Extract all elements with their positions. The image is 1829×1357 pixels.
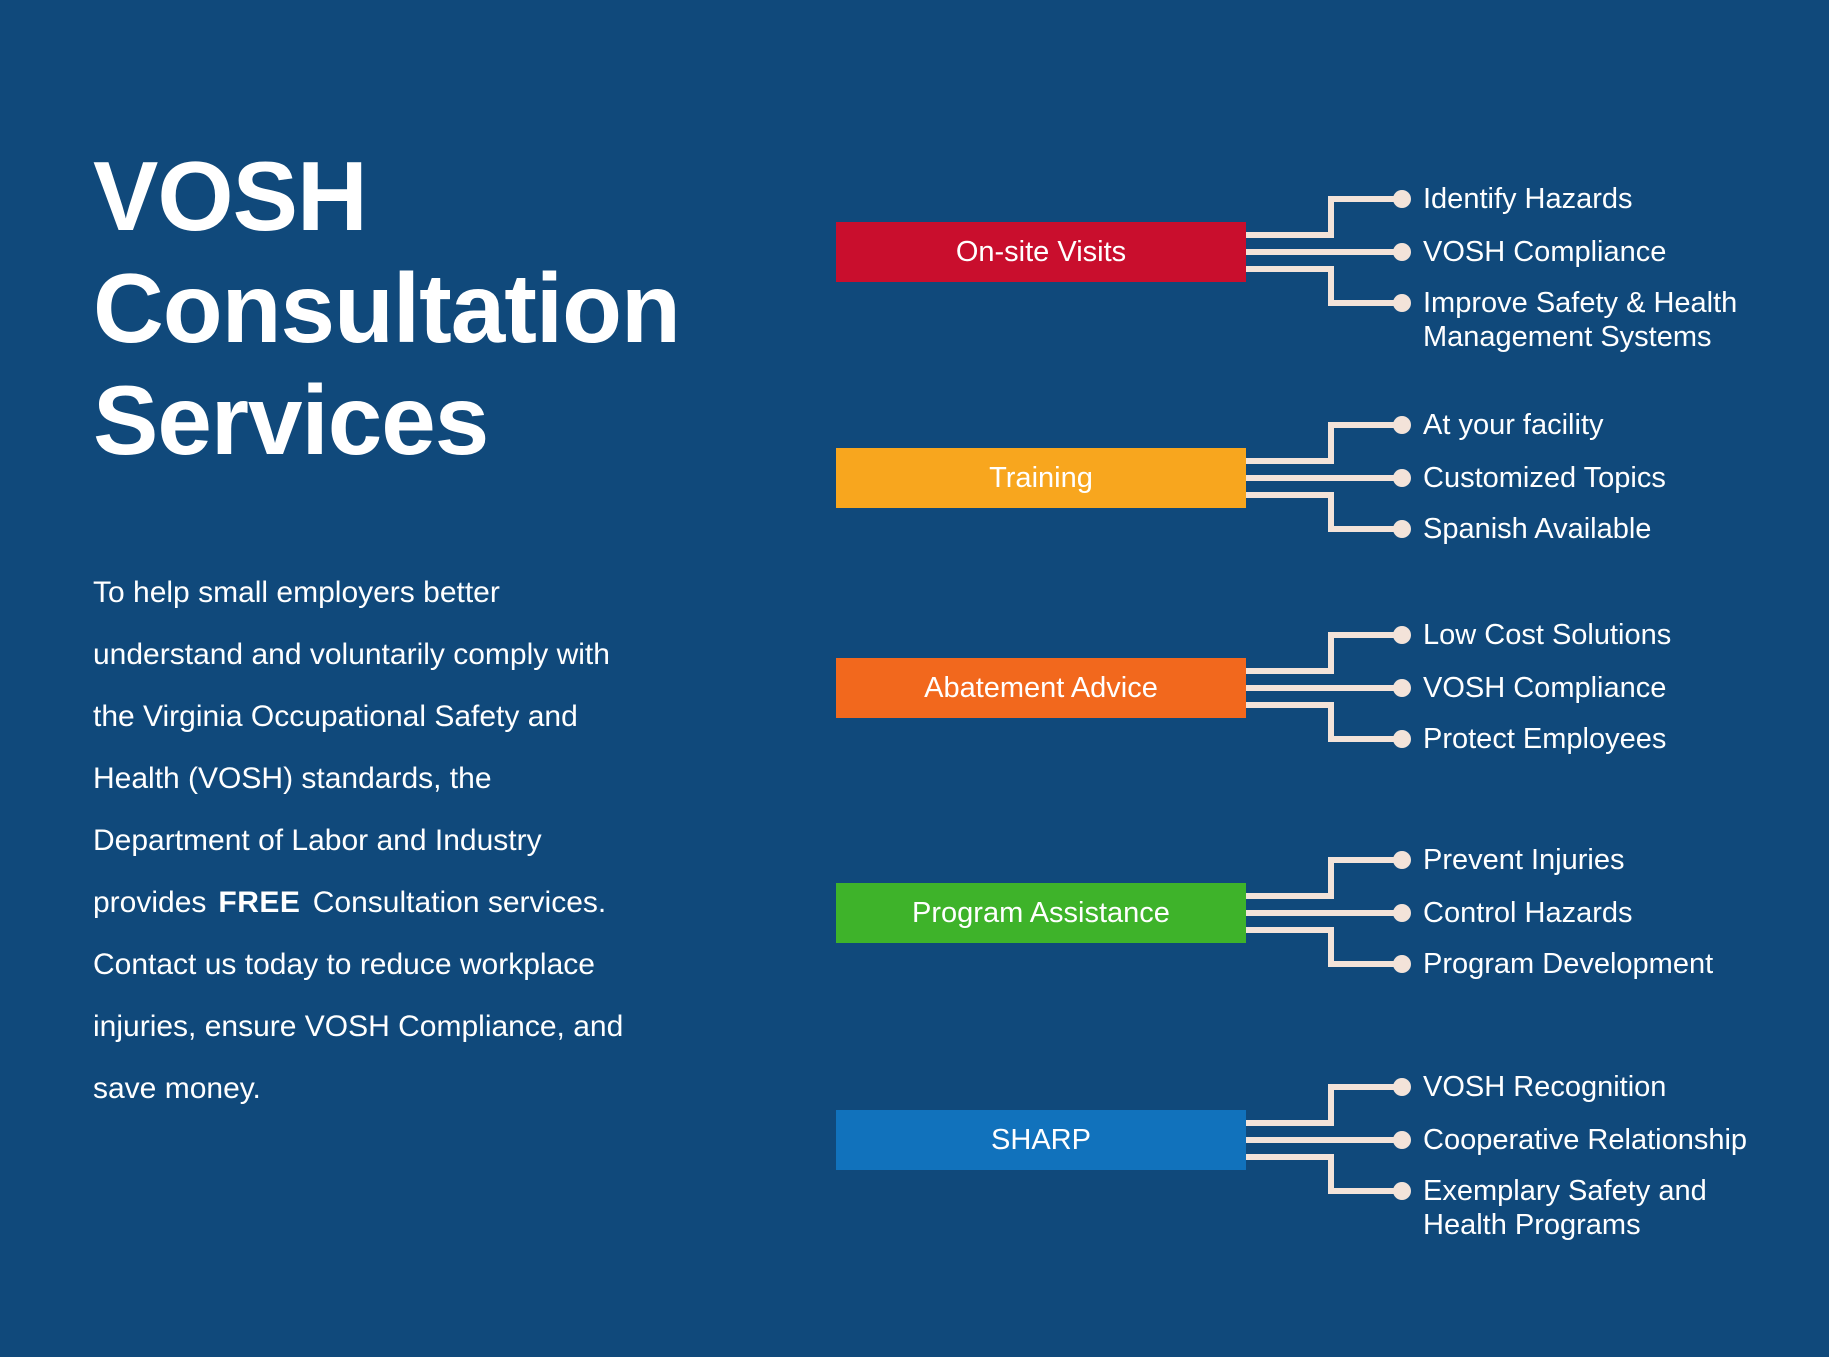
bullet-label: Customized Topics <box>1423 462 1666 494</box>
bullet-dot <box>1393 469 1411 487</box>
intro-line: To help small employers better <box>93 576 500 609</box>
bullet-label: Identify Hazards <box>1423 183 1633 215</box>
bullet-label: Prevent Injuries <box>1423 844 1625 876</box>
intro-line: understand and voluntarily comply with <box>93 638 610 671</box>
category-box-training: Training <box>836 448 1246 508</box>
bullet-dot <box>1393 190 1411 208</box>
bullet-dot <box>1393 294 1411 312</box>
intro-line: Department of Labor and Industry <box>93 824 542 857</box>
bullet-dot <box>1393 243 1411 261</box>
bullet-label: Control Hazards <box>1423 897 1633 929</box>
group-sharp: SHARP VOSH Recognition Cooperative Relat… <box>836 1035 1829 1245</box>
group-abatement-advice: Abatement Advice Low Cost Solutions VOSH… <box>836 583 1829 793</box>
bullet-label: Protect Employees <box>1423 723 1667 755</box>
intro-free-after: Consultation services. <box>304 886 607 919</box>
bullet-dot <box>1393 904 1411 922</box>
category-box-abatement-advice: Abatement Advice <box>836 658 1246 718</box>
category-box-onsite-visits: On-site Visits <box>836 222 1246 282</box>
intro-line: Contact us today to reduce workplace <box>93 948 595 981</box>
bullet-dot <box>1393 955 1411 973</box>
group-program-assistance: Program Assistance Prevent Injuries Cont… <box>836 808 1829 1018</box>
page-title: VOSH Consultation Services <box>93 141 681 475</box>
bullet-dot <box>1393 1182 1411 1200</box>
bullet-label: VOSH Recognition <box>1423 1071 1667 1103</box>
bullet-label: Improve Safety & Health Management Syste… <box>1423 287 1738 353</box>
bullet-label: Cooperative Relationship <box>1423 1124 1748 1156</box>
bullet-dot <box>1393 851 1411 869</box>
bullet-label: VOSH Compliance <box>1423 236 1667 268</box>
bullet-dot <box>1393 730 1411 748</box>
intro-paragraph: To help small employers better understan… <box>93 562 733 1120</box>
bullet-label: Spanish Available <box>1423 513 1652 545</box>
category-box-sharp: SHARP <box>836 1110 1246 1170</box>
bullet-dot <box>1393 1078 1411 1096</box>
intro-line-free: provides FREE Consultation services. <box>93 872 733 934</box>
bullet-label: Low Cost Solutions <box>1423 619 1672 651</box>
category-box-program-assistance: Program Assistance <box>836 883 1246 943</box>
bullet-dot <box>1393 679 1411 697</box>
intro-line: the Virginia Occupational Safety and <box>93 700 578 733</box>
intro-free-word: FREE <box>218 886 301 919</box>
group-training: Training At your facility Customized Top… <box>836 373 1829 583</box>
bullet-label: Exemplary Safety and Health Programs <box>1423 1175 1707 1241</box>
intro-line: injuries, ensure VOSH Compliance, and <box>93 1010 624 1043</box>
bullet-dot <box>1393 520 1411 538</box>
group-onsite-visits: On-site Visits Identify Hazards VOSH Com… <box>836 147 1829 357</box>
bullet-dot <box>1393 1131 1411 1149</box>
intro-line: save money. <box>93 1072 261 1105</box>
intro-free-before: provides <box>93 886 207 919</box>
bullet-dot <box>1393 416 1411 434</box>
bullet-label: At your facility <box>1423 409 1604 441</box>
intro-line: Health (VOSH) standards, the <box>93 762 492 795</box>
bullet-label: Program Development <box>1423 948 1714 980</box>
bullet-label: VOSH Compliance <box>1423 672 1667 704</box>
bullet-dot <box>1393 626 1411 644</box>
